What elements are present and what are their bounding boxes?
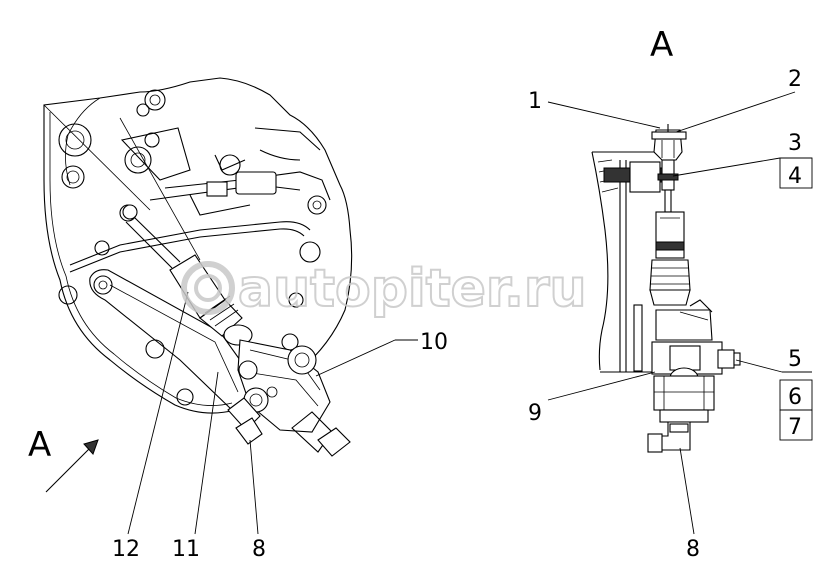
callout-1: 1 xyxy=(528,89,542,114)
left-leaders xyxy=(127,291,418,535)
callout-boxes xyxy=(779,157,813,441)
callout-3: 3 xyxy=(788,131,802,156)
watermark-text: autopiter.ru xyxy=(238,259,587,319)
callout-10: 10 xyxy=(420,330,448,355)
callout-9: 9 xyxy=(528,401,542,426)
callout-7: 7 xyxy=(788,415,802,440)
watermark-logo-ring-icon xyxy=(194,274,222,302)
watermark: autopiter.ru xyxy=(181,258,588,320)
callout-8-right: 8 xyxy=(686,537,700,562)
callout-4: 4 xyxy=(788,164,802,189)
gearbox-housing-view xyxy=(43,77,353,457)
view-arrow-label: A xyxy=(28,425,51,465)
callout-11: 11 xyxy=(172,537,200,562)
callout-5: 5 xyxy=(788,347,802,372)
view-label-a: A xyxy=(650,25,673,65)
view-a-assembly xyxy=(591,124,741,453)
callout-8-left: 8 xyxy=(252,537,266,562)
view-arrow-a: A xyxy=(28,425,99,493)
callout-2: 2 xyxy=(788,67,802,92)
callout-6: 6 xyxy=(788,385,802,410)
callout-12: 12 xyxy=(112,537,140,562)
watermark-logo-icon xyxy=(181,261,235,315)
